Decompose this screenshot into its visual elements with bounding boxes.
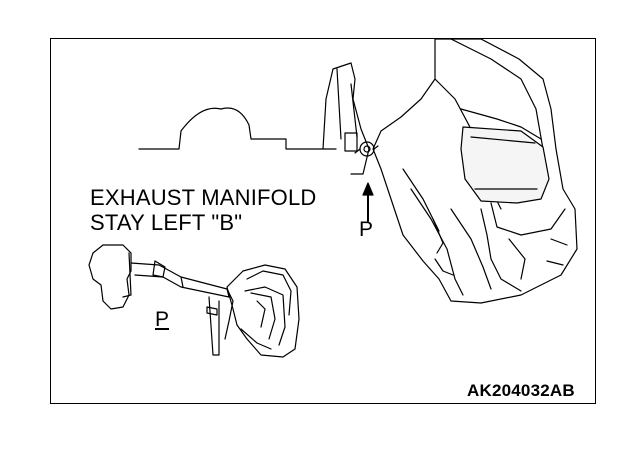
callout-label-line1: EXHAUST MANIFOLD — [90, 185, 317, 210]
manifold-bracket — [322, 62, 370, 175]
callout-label-line2: STAY LEFT "B" — [90, 210, 243, 235]
lower-manifold-detail — [226, 264, 300, 358]
exhaust-manifold-outline — [372, 39, 578, 304]
view-arrow-label: P — [359, 218, 374, 241]
engine-illustration — [88, 39, 578, 358]
detail-view-label: P — [155, 308, 170, 331]
cylinder-head-outline — [138, 107, 337, 150]
heat-shield-panel — [460, 126, 550, 204]
figure-code: AK204032AB — [467, 381, 575, 400]
stay-bracket-detail — [88, 244, 132, 310]
stay-b-bracket — [130, 262, 230, 298]
diagram-frame: EXHAUST MANIFOLD STAY LEFT "B" P P AK204… — [50, 38, 596, 404]
view-arrow-p-icon — [362, 182, 374, 222]
stay-bolt-icon — [354, 141, 379, 157]
